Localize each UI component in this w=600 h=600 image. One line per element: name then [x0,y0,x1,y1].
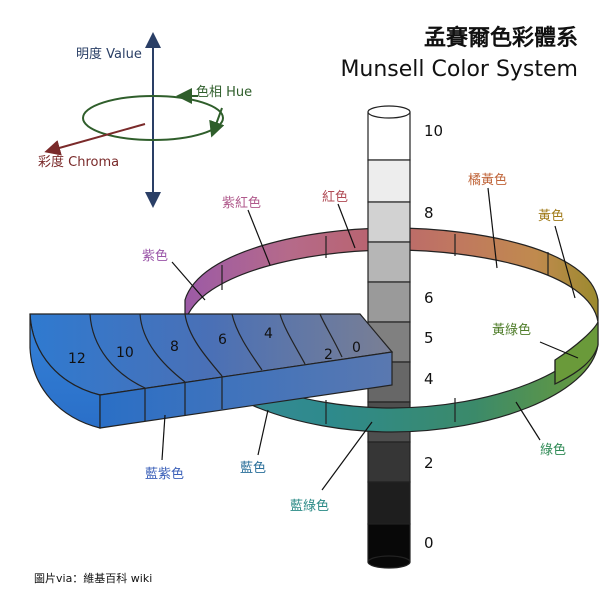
chroma-slab-steps [89,313,343,421]
hue-label-green: 綠色 [540,442,566,458]
hue-label-purple-red: 紫紅色 [222,195,261,211]
image-credit: 圖片via：維基百科 wiki [34,571,152,585]
value-scale: 10 8 6 5 4 2 0 [424,122,443,552]
value-tick-8: 8 [424,204,434,222]
hue-leaders [161,187,579,491]
value-column [367,105,411,569]
ring-back-dividers [221,234,549,290]
chroma-axis-arrow [44,123,146,156]
hue-arrow-side [209,107,225,138]
value-tick-4: 4 [424,370,434,388]
chroma-tick-12: 12 [68,351,86,367]
chroma-tick-4: 4 [264,326,273,342]
ring-front-yellowgreen [554,321,599,385]
value-tick-5: 5 [424,329,434,347]
hue-circle [82,95,224,141]
hue-label-yellow-red: 橘黃色 [468,172,507,188]
value-tick-6: 6 [424,289,434,307]
chroma-tick-8: 8 [170,339,179,355]
hue-label-yellow: 黃色 [538,208,564,224]
chroma-tick-10: 10 [116,345,134,361]
chroma-tick-6: 6 [218,332,227,348]
title-en: Munsell Color System [340,57,578,82]
value-tick-0: 0 [424,534,434,552]
chroma-slab-front [99,351,393,429]
value-tick-10: 10 [424,122,443,140]
chroma-axis-label: 彩度 Chroma [38,154,119,170]
hue-label-blue: 藍色 [240,460,266,476]
hue-axis-label: 色相 Hue [196,84,252,100]
value-axis-label: 明度 Value [76,46,142,62]
value-tick-2: 2 [424,454,434,472]
hue-label-purple: 紫色 [142,248,168,264]
hue-label-blue-green: 藍綠色 [290,498,329,514]
hue-label-purple-blue: 藍紫色 [145,466,184,482]
hue-labels: 紫紅色 紅色 橘黃色 黃色 紫色 黃綠色 綠色 藍綠色 藍色 藍紫色 [142,172,566,514]
hue-label-green-yellow: 黃綠色 [492,322,531,338]
chroma-scale: 12 10 8 6 4 2 0 [68,326,361,367]
title-zh: 孟賽爾色彩體系 [424,25,578,51]
chroma-tick-0: 0 [352,340,361,356]
chroma-tick-2: 2 [324,347,333,363]
hue-label-red: 紅色 [322,189,348,205]
ring-front-dividers [325,360,556,424]
